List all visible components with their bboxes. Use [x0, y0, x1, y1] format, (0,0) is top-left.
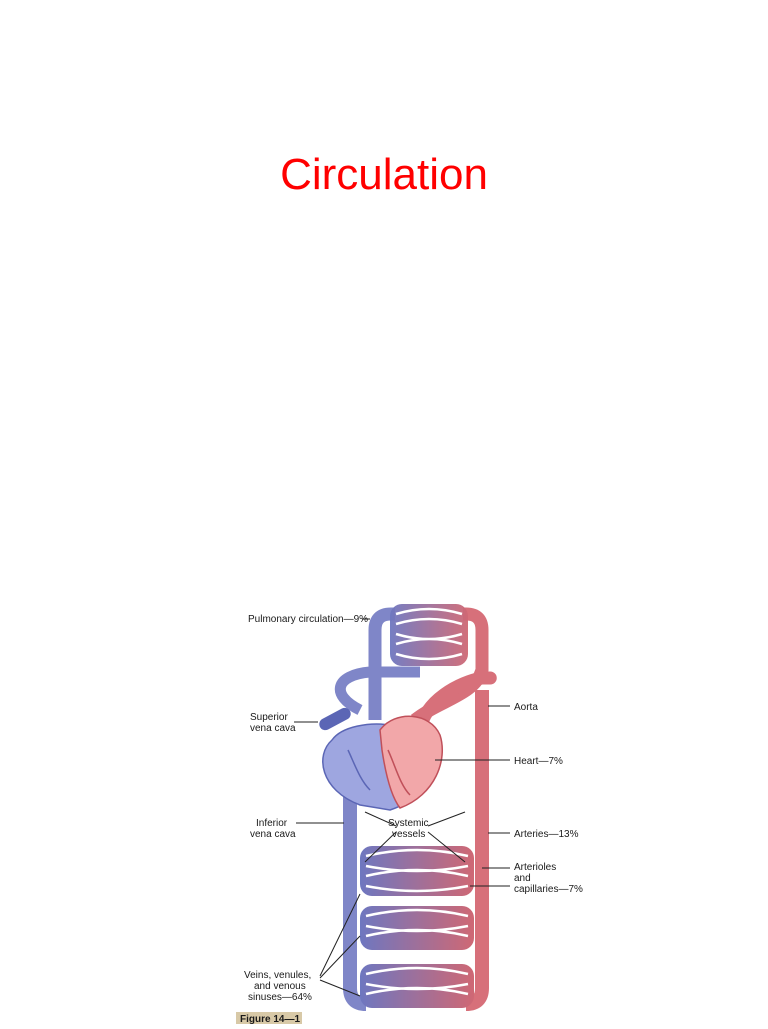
- label-inferior-vena-cava-2: vena cava: [250, 829, 296, 840]
- label-arteries: Arteries—13%: [514, 829, 579, 840]
- heart-icon: [322, 715, 444, 811]
- systemic-arrows: [364, 811, 466, 863]
- label-pulmonary-circulation: Pulmonary circulation—9%: [248, 614, 368, 625]
- label-arterioles-3: capillaries—7%: [514, 884, 583, 895]
- systemic-capillary-bed-3: [360, 964, 474, 1008]
- label-arterioles-1: Arterioles: [514, 862, 556, 873]
- leader-lines: [294, 618, 510, 997]
- pulmonary-capillary-bed: [390, 604, 468, 666]
- label-veins-3: sinuses—64%: [248, 992, 312, 1003]
- arterial-column: [465, 690, 489, 1011]
- label-superior-vena-cava-2: vena cava: [250, 723, 296, 734]
- figure-caption: Figure 14—1: [240, 1014, 300, 1024]
- venous-column: [343, 765, 367, 1011]
- label-veins-2: and venous: [254, 981, 306, 992]
- pulmonary-return: [334, 666, 420, 715]
- systemic-capillary-bed-1: [360, 846, 474, 896]
- systemic-capillary-bed-2: [360, 906, 474, 950]
- label-aorta: Aorta: [514, 702, 538, 713]
- label-superior-vena-cava-1: Superior: [250, 712, 288, 723]
- slide-title: Circulation: [280, 150, 488, 199]
- label-systemic-vessels-2: vessels: [392, 829, 425, 840]
- label-heart: Heart—7%: [514, 756, 563, 767]
- superior-vena-cava: [319, 707, 351, 731]
- circulation-svg: Pulmonary circulation—9% Superior vena c…: [236, 604, 583, 1025]
- aorta-column: [413, 671, 497, 732]
- figure-caption-bg: [236, 1012, 302, 1024]
- label-inferior-vena-cava-1: Inferior: [256, 818, 288, 829]
- label-systemic-vessels-1: Systemic: [388, 818, 429, 829]
- label-arterioles-2: and: [514, 873, 531, 884]
- circulation-diagram: Pulmonary circulation—9% Superior vena c…: [220, 600, 610, 1025]
- label-veins-1: Veins, venules,: [244, 970, 311, 981]
